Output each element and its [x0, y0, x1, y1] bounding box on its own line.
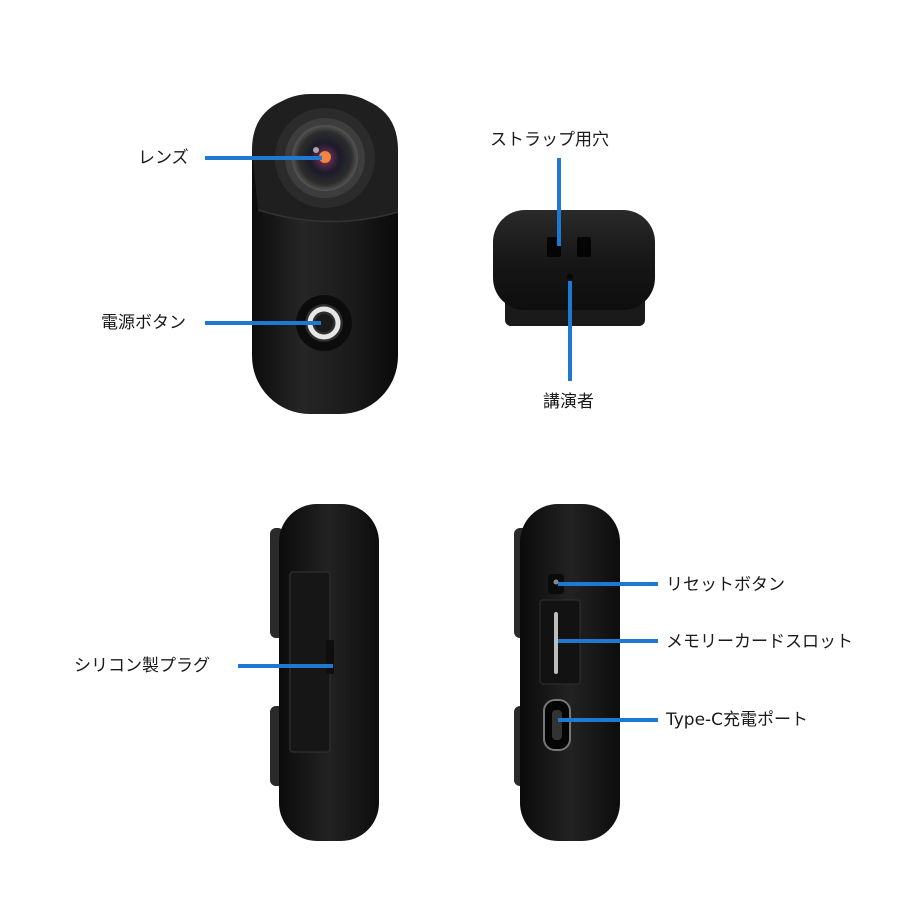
left-side-view	[270, 504, 379, 841]
charging-port-callout-line	[558, 718, 658, 722]
speaker-label: 講演者	[543, 392, 594, 412]
silicone-plug-icon	[289, 571, 331, 753]
speaker-hole-icon	[567, 274, 573, 280]
speaker-callout-line	[568, 281, 572, 381]
power-button-label: 電源ボタン	[101, 313, 186, 333]
lens-label: レンズ	[138, 148, 189, 168]
right-side-view	[514, 504, 620, 841]
memory-card-slot-callout-line	[558, 639, 658, 643]
strap-hole-callout-line	[557, 158, 561, 246]
memory-card-slot-icon	[554, 612, 558, 674]
memory-card-slot-label: メモリーカードスロット	[666, 632, 853, 652]
reset-button-callout-line	[558, 582, 658, 586]
front-view	[252, 94, 399, 414]
reset-button-label: リセットボタン	[666, 575, 785, 595]
silicone-plug-callout-line	[238, 664, 333, 668]
top-view	[493, 210, 655, 326]
silicone-plug-label: シリコン製プラグ	[74, 656, 210, 676]
strap-hole-label: ストラップ用穴	[490, 130, 609, 150]
strap-hole-right-icon	[577, 237, 591, 257]
lens-callout-line	[205, 156, 322, 160]
top-body	[493, 210, 655, 310]
power-button-callout-line	[205, 321, 321, 325]
charging-port-label: Type-C充電ポート	[666, 710, 809, 730]
